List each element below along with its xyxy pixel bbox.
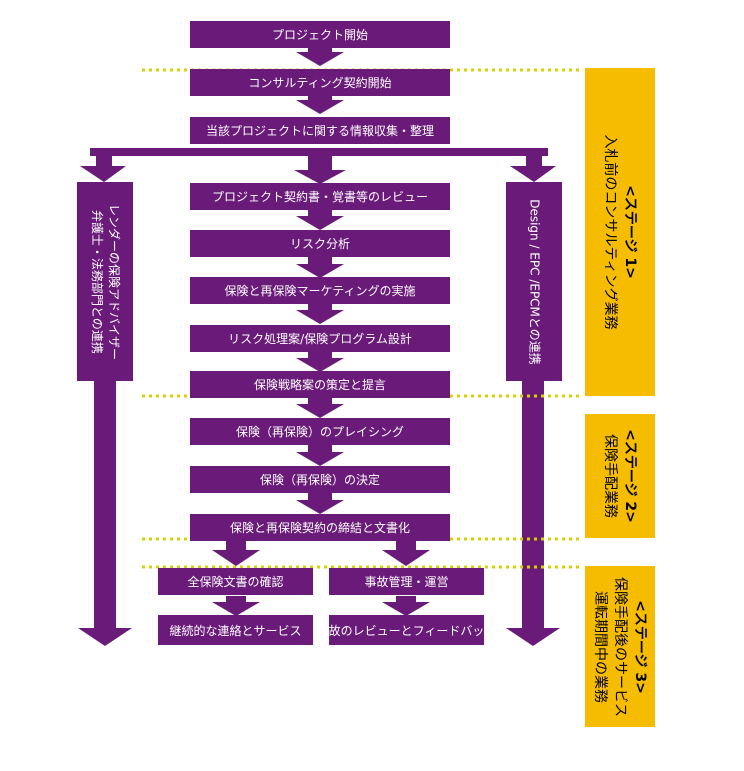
arrow-program-to-strategy bbox=[296, 350, 344, 372]
arrow-decision-to-contract bbox=[296, 492, 344, 514]
left-liaison-bar: レンダーの保険アドバイザー 弁護士・法務部門との連携 bbox=[77, 182, 133, 381]
arrow-info-to-review bbox=[294, 155, 346, 184]
box-contract-review: プロジェクト契約書・覚書等のレビュー bbox=[190, 183, 450, 210]
arrow-marketing-to-program bbox=[296, 302, 344, 324]
stage-2-text: <ステージ 2> 保険手配業務 bbox=[600, 429, 640, 523]
right-liaison-line1: Design / EPC /EPCMとの連携 bbox=[527, 198, 542, 365]
stage-2-subtitle: 保険手配業務 bbox=[602, 433, 618, 518]
box-risk-analysis: リスク分析 bbox=[190, 230, 450, 257]
branch-bar bbox=[90, 148, 548, 156]
right-long-shaft bbox=[522, 380, 544, 628]
box-accident-review: 事故のレビューとフィードバック bbox=[317, 615, 496, 645]
arrow-review-to-risk bbox=[296, 208, 344, 230]
stage-3-subtitle-2: 運転期間中の業務 bbox=[592, 590, 608, 703]
stage-2-title: <ステージ 2> bbox=[622, 429, 638, 523]
box-contract-signing: 保険と再保険契約の締結と文書化 bbox=[190, 514, 450, 541]
left-long-arrowhead bbox=[78, 628, 132, 646]
left-liaison-text: レンダーの保険アドバイザー 弁護士・法務部門との連携 bbox=[88, 203, 122, 359]
box-placing: 保険（再保険）のプレイシング bbox=[190, 418, 450, 445]
box-info-collection: 当該プロジェクトに関する情報収集・整理 bbox=[190, 117, 450, 144]
arrow-consulting-to-info bbox=[296, 94, 344, 114]
box-liaison: 継続的な連絡とサービス bbox=[158, 615, 313, 645]
left-liaison-line1: レンダーの保険アドバイザー bbox=[107, 203, 121, 360]
left-long-shaft bbox=[94, 380, 116, 628]
stage-1-subtitle: 入札前のコンサルティング業務 bbox=[602, 134, 618, 330]
right-liaison-text: Design / EPC /EPCMとの連携 bbox=[526, 199, 543, 365]
arrow-start-to-consulting bbox=[296, 46, 344, 66]
box-strategy: 保険戦略案の策定と提言 bbox=[190, 371, 450, 398]
arrow-docs-to-liaison bbox=[212, 596, 260, 616]
arrow-branch-right bbox=[510, 156, 556, 182]
arrow-strategy-to-placing bbox=[296, 396, 344, 418]
stage-3-subtitle-1: 保険手配後のサービス bbox=[612, 576, 628, 717]
arrow-contract-to-accident bbox=[382, 540, 430, 566]
box-program-design: リスク処理案/保険プログラム設計 bbox=[190, 325, 450, 352]
stage-3-title: <ステージ 3> bbox=[632, 599, 648, 694]
stage-3-panel: <ステージ 3> 保険手配後のサービス 運転期間中の業務 bbox=[585, 566, 655, 727]
arrow-branch-left bbox=[80, 156, 126, 182]
arrow-risk-to-marketing bbox=[296, 256, 344, 278]
stage-3-text: <ステージ 3> 保険手配後のサービス 運転期間中の業務 bbox=[590, 577, 650, 717]
right-liaison-bar: Design / EPC /EPCMとの連携 bbox=[506, 182, 562, 381]
box-decision: 保険（再保険）の決定 bbox=[190, 466, 450, 493]
box-project-start: プロジェクト開始 bbox=[190, 21, 450, 48]
box-accident-mgmt: 事故管理・運営 bbox=[329, 568, 484, 595]
box-marketing: 保険と再保険マーケティングの実施 bbox=[190, 277, 450, 304]
box-docs-check: 全保険文書の確認 bbox=[158, 568, 313, 595]
arrow-contract-to-docs bbox=[212, 540, 260, 566]
stage-1-panel: <ステージ 1> 入札前のコンサルティング業務 bbox=[585, 68, 655, 396]
arrow-placing-to-decision bbox=[296, 444, 344, 466]
stage-1-text: <ステージ 1> 入札前のコンサルティング業務 bbox=[600, 134, 640, 329]
left-liaison-line2: 弁護士・法務部門との連携 bbox=[90, 209, 104, 354]
right-long-arrowhead bbox=[506, 628, 560, 646]
stage-1-title: <ステージ 1> bbox=[622, 185, 638, 279]
arrow-accident-to-review bbox=[382, 596, 430, 616]
stage-2-panel: <ステージ 2> 保険手配業務 bbox=[585, 414, 655, 538]
box-consulting-start: コンサルティング契約開始 bbox=[190, 69, 450, 96]
